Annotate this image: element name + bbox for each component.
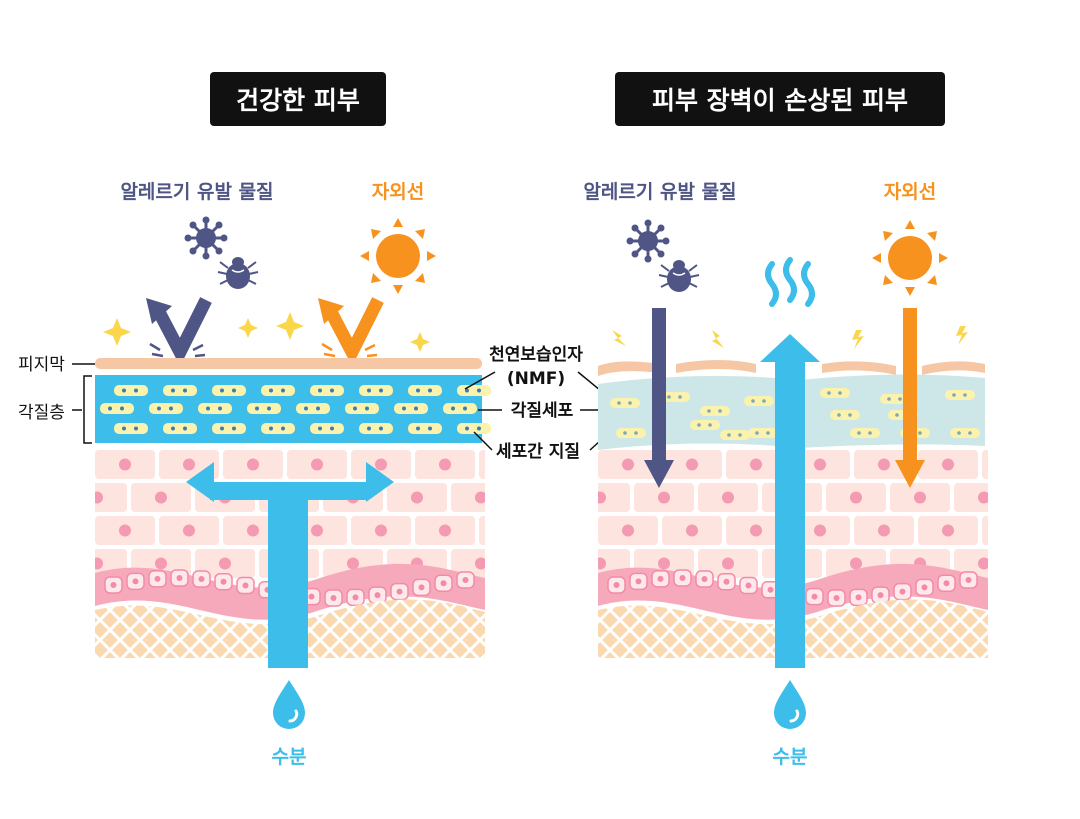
- sun-icon: [872, 220, 948, 296]
- corneocyte-cell: [163, 423, 197, 434]
- water-drop-icon: [273, 680, 305, 729]
- corneocyte-label: 각질세포: [511, 400, 574, 421]
- lightning-icon: [612, 326, 968, 349]
- allergen-penetrate-arrow: [644, 308, 674, 488]
- uv-bounce-arrow: [318, 297, 384, 367]
- epidermis-cell: [982, 450, 988, 479]
- uv-penetrate-arrow: [895, 308, 925, 488]
- corneocyte-cell: [359, 385, 393, 396]
- corneocyte-cell: [163, 385, 197, 396]
- virus-icon: [184, 216, 228, 260]
- epidermis-cell: [954, 483, 988, 512]
- epidermis-cell: [982, 516, 988, 545]
- water-t-arrow: [186, 462, 394, 668]
- allergen-label-left: 알레르기 유발 물질: [120, 181, 273, 203]
- corneocyte-cell: [700, 406, 730, 416]
- corneocyte-cell: [310, 423, 344, 434]
- water-drop-icon: [774, 680, 806, 729]
- intercellular-label: 세포간 지질: [496, 441, 580, 462]
- corneocyte-cell: [457, 385, 491, 396]
- corneocyte-cell: [261, 385, 295, 396]
- corneocyte-cell: [443, 403, 477, 414]
- corneocyte-cell: [880, 394, 910, 404]
- svg-text:천연보습인자: 천연보습인자: [489, 345, 583, 365]
- title-healthy: 건강한 피부: [210, 72, 386, 126]
- corneocyte-cell: [820, 388, 850, 398]
- sun-icon: [360, 218, 436, 294]
- mite-icon: [217, 257, 259, 289]
- sebum-layer: [598, 360, 985, 376]
- water-loss-arrow: [760, 334, 820, 668]
- water-label-right: 수분: [773, 746, 808, 768]
- corneocyte-cell: [212, 423, 246, 434]
- allergen-label-right: 알레르기 유발 물질: [583, 181, 736, 203]
- epidermis-cell: [451, 549, 485, 578]
- healthy-skin-section: 수분: [95, 358, 491, 768]
- corneocyte-cell: [359, 423, 393, 434]
- corneocyte-cell: [720, 430, 750, 440]
- epidermis-cell: [479, 516, 485, 545]
- corneocyte-cell: [247, 403, 281, 414]
- epidermis-cell: [954, 549, 988, 578]
- vapor-icon: [765, 257, 815, 307]
- damaged-skin-section: 수분: [598, 308, 988, 768]
- corneocyte-cell: [616, 428, 646, 438]
- epidermis-cell: [95, 483, 127, 512]
- corneocyte-cells: [610, 388, 980, 440]
- corneocyte-cell: [945, 390, 975, 400]
- corneocyte-cell: [114, 423, 148, 434]
- corneocyte-cell: [261, 423, 295, 434]
- corneocyte-cell: [690, 420, 720, 430]
- svg-text:피부 장벽이 손상된 피부: 피부 장벽이 손상된 피부: [652, 86, 908, 115]
- corneocyte-cell: [950, 428, 980, 438]
- corneocyte-cell: [408, 385, 442, 396]
- stratum-label: 각질층: [18, 403, 65, 423]
- epidermis-cell: [479, 450, 485, 479]
- mite-icon: [658, 260, 700, 292]
- allergen-bounce-arrow: [146, 297, 212, 367]
- nmf-label: 천연보습인자 (NMF): [489, 345, 583, 389]
- corneocyte-cell: [408, 423, 442, 434]
- epidermis-cell: [451, 483, 485, 512]
- uv-label-right: 자외선: [884, 181, 936, 203]
- corneocyte-cell: [100, 403, 134, 414]
- corneocyte-cell: [830, 410, 860, 420]
- sparkle-icon: [103, 312, 430, 352]
- corneocyte-cell: [610, 398, 640, 408]
- epidermis-bricks: [598, 450, 988, 578]
- water-label-left: 수분: [272, 746, 307, 768]
- corneocyte-cell: [296, 403, 330, 414]
- corneocyte-cell: [850, 428, 880, 438]
- corneocyte-cell: [394, 403, 428, 414]
- corneocyte-cell: [310, 385, 344, 396]
- epidermis-cell: [598, 483, 630, 512]
- uv-label-left: 자외선: [372, 181, 424, 203]
- corneocyte-cell: [345, 403, 379, 414]
- corneocyte-cell: [457, 423, 491, 434]
- corneocyte-cell: [748, 428, 778, 438]
- virus-icon: [626, 219, 670, 263]
- corneocyte-cells: [100, 385, 491, 434]
- svg-text:(NMF): (NMF): [507, 369, 565, 389]
- corneocyte-cell: [198, 403, 232, 414]
- corneocyte-cell: [212, 385, 246, 396]
- sebum-label: 피지막: [18, 355, 65, 375]
- corneocyte-cell: [149, 403, 183, 414]
- corneocyte-cell: [744, 396, 774, 406]
- corneocyte-cell: [660, 392, 690, 402]
- svg-text:건강한 피부: 건강한 피부: [236, 86, 360, 115]
- corneocyte-cell: [114, 385, 148, 396]
- sebum-layer: [95, 358, 482, 369]
- title-damaged: 피부 장벽이 손상된 피부: [615, 72, 945, 126]
